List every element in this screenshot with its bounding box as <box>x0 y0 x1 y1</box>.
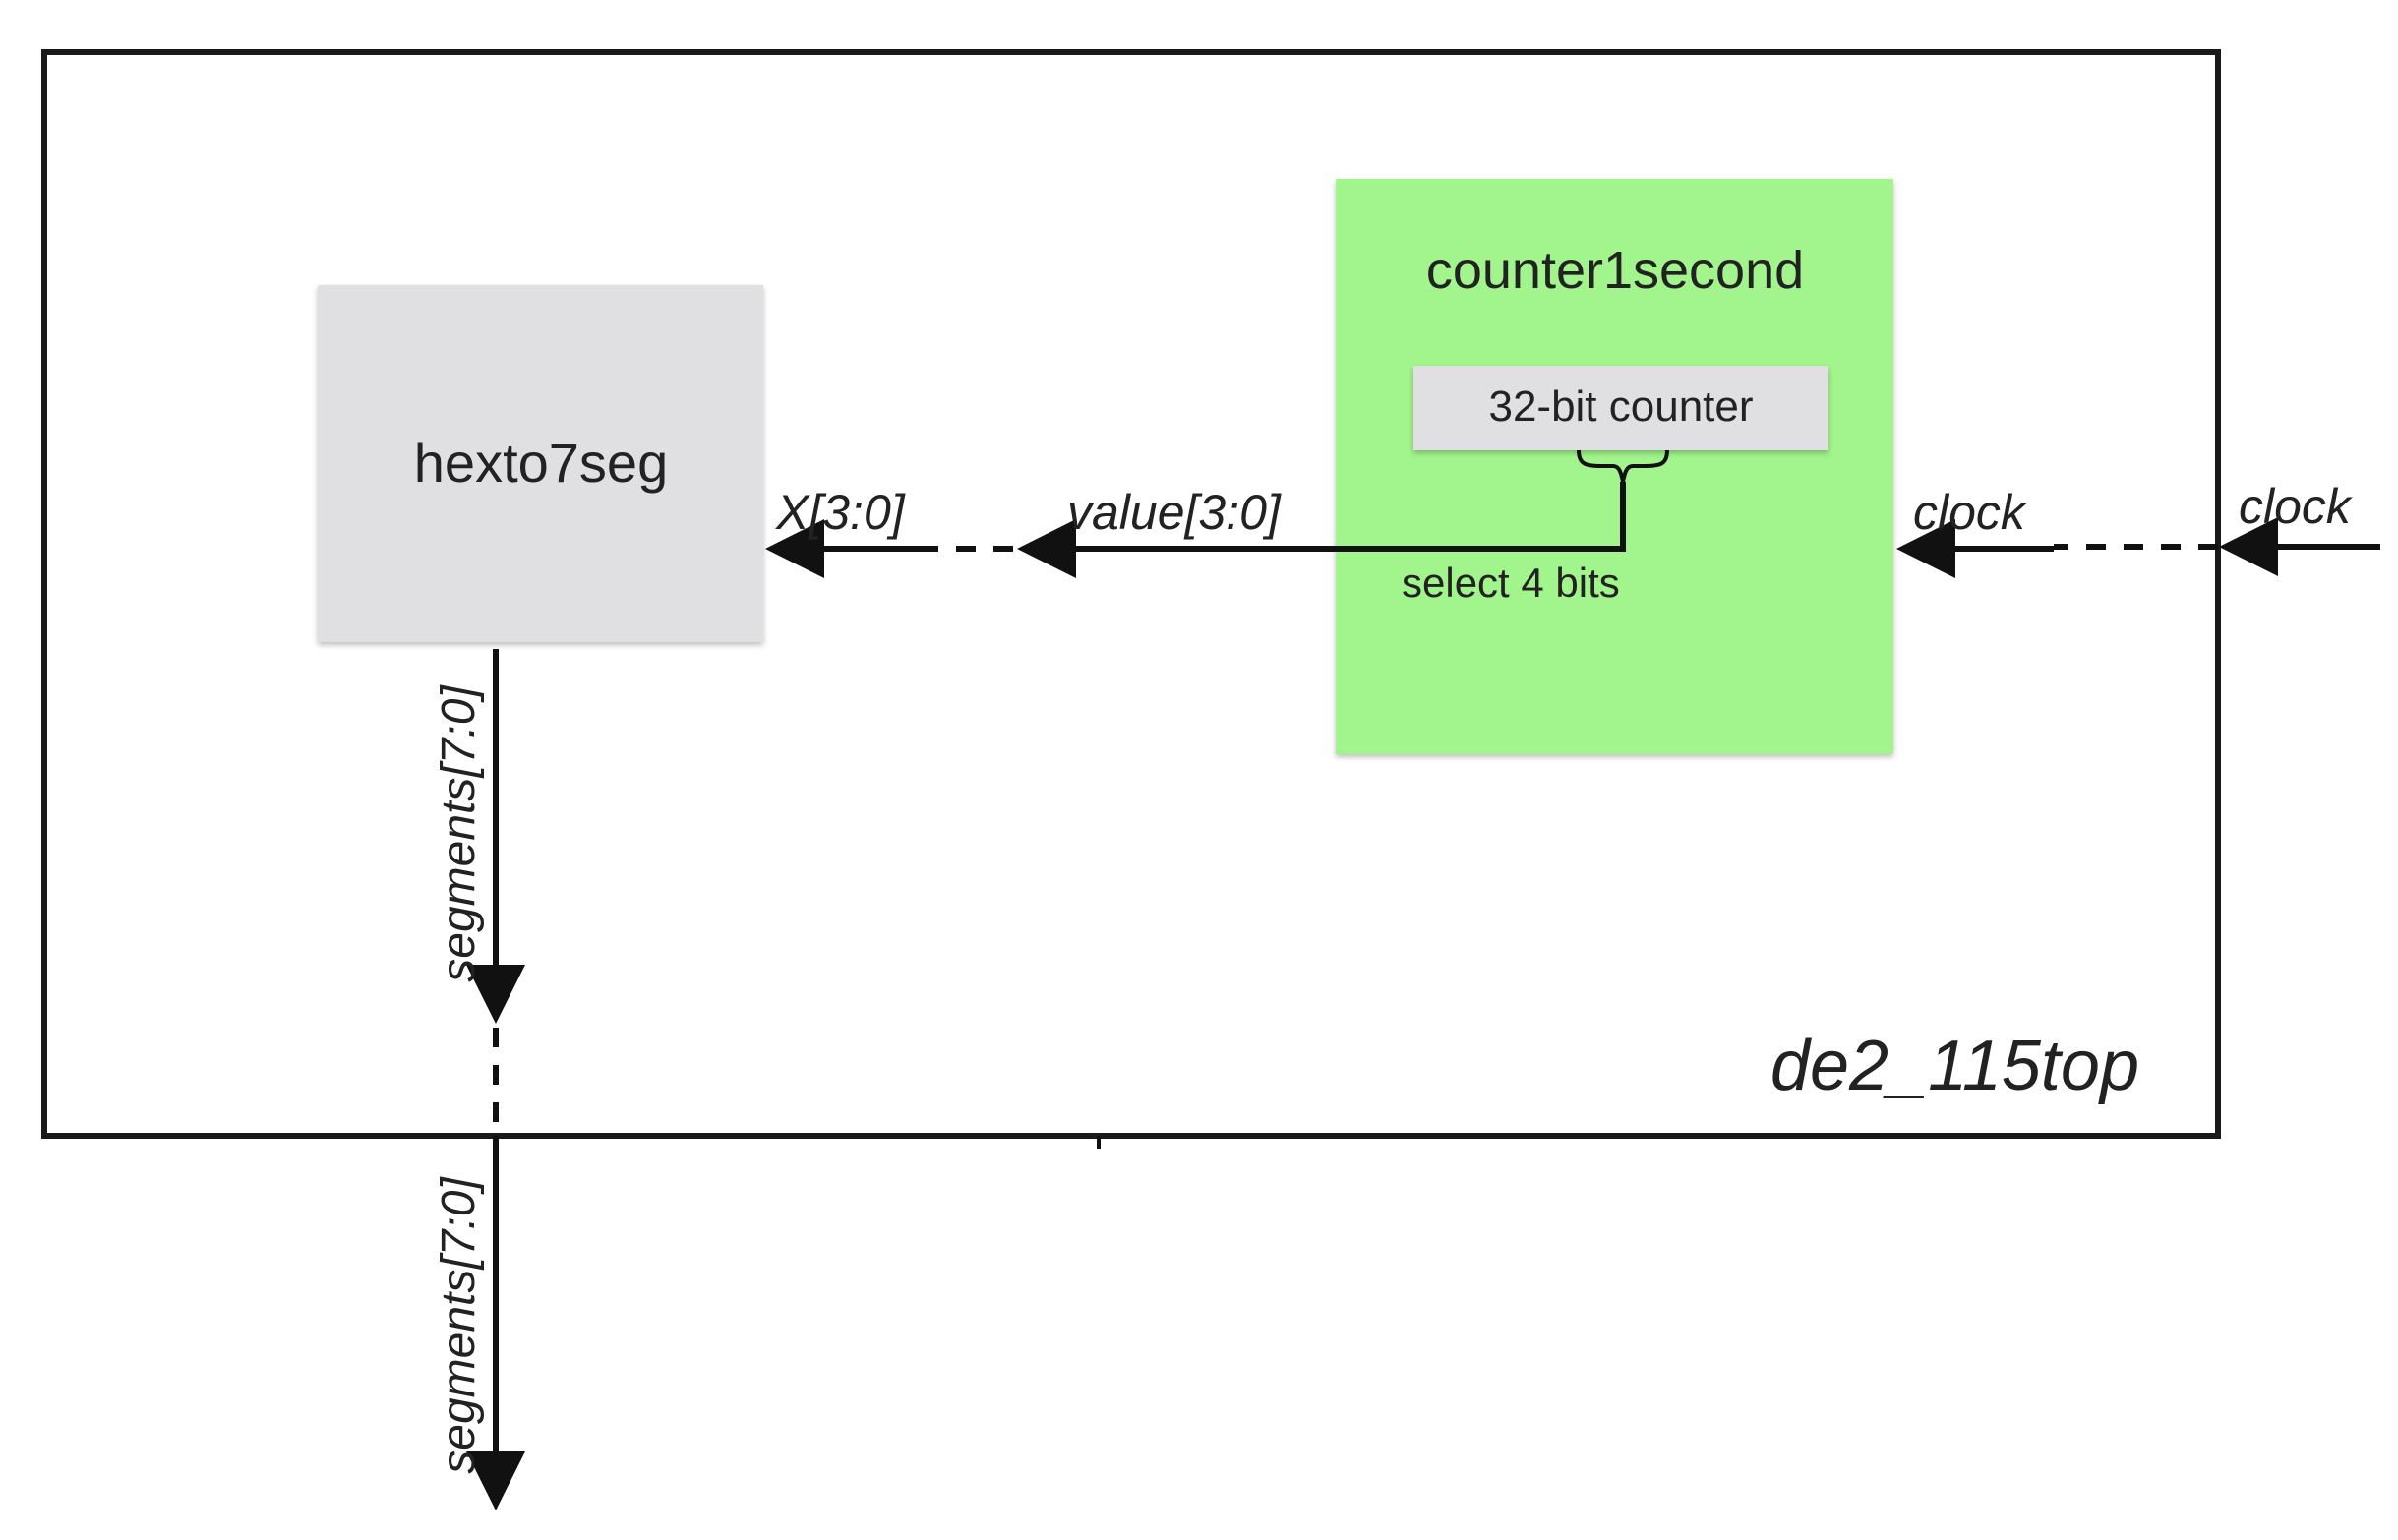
top-module-label: de2_115top <box>1770 1027 2139 1105</box>
hexto7seg-label: hexto7seg <box>414 432 668 494</box>
clock-internal-label: clock <box>1913 485 2028 540</box>
counter-label: 32-bit counter <box>1488 383 1753 431</box>
counter-block <box>1413 366 1828 450</box>
clock-external-label: clock <box>2239 479 2354 534</box>
boundary-gap-mark <box>1013 1139 1144 1149</box>
segments-external-label: segments[7:0] <box>433 1176 485 1474</box>
value-select-wire <box>1336 482 1626 552</box>
select-bits-note: select 4 bits <box>1402 560 1620 606</box>
segments-internal-label: segments[7:0] <box>433 684 485 982</box>
top-module-boundary <box>41 49 2221 1139</box>
value-label: value[3:0] <box>1067 485 1282 540</box>
x-input-label: X[3:0] <box>775 485 906 540</box>
counter1second-label: counter1second <box>1426 241 1804 300</box>
hexto7seg-block <box>318 285 763 642</box>
